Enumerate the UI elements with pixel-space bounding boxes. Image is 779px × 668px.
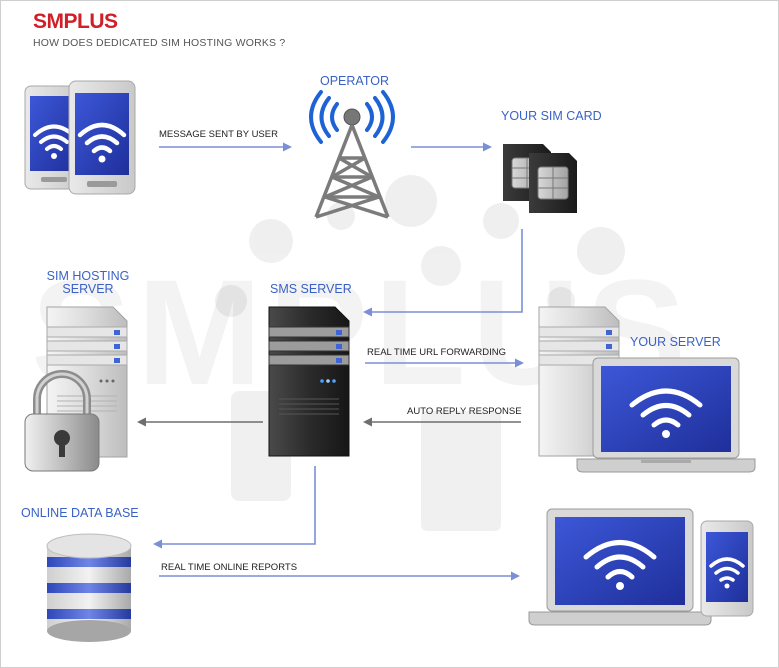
sim-hosting-label-line2: SERVER [62, 282, 114, 296]
page-subtitle: HOW DOES DEDICATED SIM HOSTING WORKS ? [33, 37, 286, 49]
database-icon [46, 533, 132, 642]
sms-server-label: SMS SERVER [270, 282, 352, 296]
reports-label: REAL TIME ONLINE REPORTS [161, 562, 298, 573]
report-phone [700, 520, 754, 617]
sms-server [268, 306, 350, 457]
flow-arrows [145, 146, 523, 577]
database-label: ONLINE DATA BASE [21, 506, 139, 520]
sim-cards [503, 144, 577, 213]
sim-card-label: YOUR SIM CARD [501, 109, 602, 123]
padlock-icon [24, 370, 100, 472]
auto-reply-label: AUTO REPLY RESPONSE [407, 406, 522, 417]
operator-tower [309, 90, 395, 219]
report-laptop [528, 508, 712, 626]
background-decoration [215, 175, 625, 531]
sim-hosting-label-line1: SIM HOSTING [46, 269, 130, 283]
sim-card-front [529, 153, 577, 213]
user-phones [24, 80, 136, 195]
your-server-laptop [576, 357, 756, 473]
report-devices [528, 508, 754, 626]
arrow-sim-to-sms [371, 229, 523, 313]
arrow-heads [137, 142, 524, 581]
your-server-label: YOUR SERVER [630, 335, 721, 349]
phone-front [68, 80, 136, 195]
url-forwarding-label: REAL TIME URL FORWARDING [367, 347, 506, 358]
operator-label: OPERATOR [320, 74, 389, 88]
arrow-sms-to-database [161, 466, 316, 545]
message-sent-label: MESSAGE SENT BY USER [159, 129, 278, 140]
brand-logo: SMPLUS [33, 10, 118, 33]
